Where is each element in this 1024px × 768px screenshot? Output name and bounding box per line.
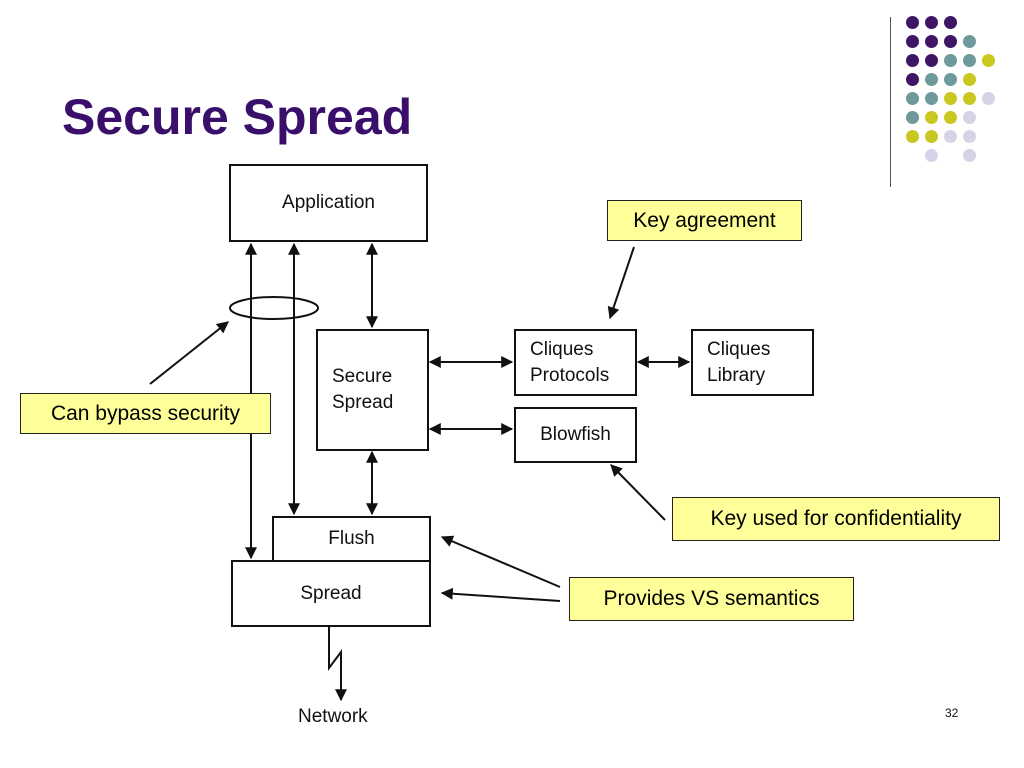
decor-dot xyxy=(925,149,938,162)
decor-dot xyxy=(925,54,938,67)
decor-dot xyxy=(925,111,938,124)
decor-dot xyxy=(906,111,919,124)
secure-spread-label-1: Secure xyxy=(332,366,393,387)
decor-dot xyxy=(963,111,976,124)
decor-dot xyxy=(963,130,976,143)
flush-box: Flush xyxy=(272,516,431,562)
cliques-library-label-2: Library xyxy=(707,364,766,386)
decor-dot xyxy=(963,149,976,162)
decor-dot xyxy=(963,54,976,67)
cliques-library-label-1: Cliques xyxy=(707,338,771,360)
spread-label: Spread xyxy=(300,582,362,604)
cliques-protocols-label-1: Cliques xyxy=(530,338,594,360)
decor-dot xyxy=(963,73,976,86)
callout-key-confidentiality: Key used for confidentiality xyxy=(672,497,1000,541)
flush-label: Flush xyxy=(328,528,375,549)
cliques-library-box: Cliques Library xyxy=(691,329,814,396)
application-box: Application xyxy=(229,164,428,242)
decor-dot xyxy=(906,54,919,67)
pointer-bypass xyxy=(149,321,229,385)
page-number: 32 xyxy=(945,706,959,720)
slide-title: Secure Spread xyxy=(62,89,413,145)
callout-can-bypass-security: Can bypass security xyxy=(20,393,271,434)
blowfish-label: Blowfish xyxy=(540,424,611,445)
decor-dot xyxy=(944,54,957,67)
bypass-ellipse xyxy=(229,296,319,320)
cliques-protocols-label-2: Protocols xyxy=(530,364,610,386)
decor-dot xyxy=(944,111,957,124)
secure-spread-box: Secure Spread xyxy=(316,329,429,451)
pointer-key-agreement xyxy=(607,246,635,320)
cliques-protocols-box: Cliques Protocols xyxy=(514,329,637,396)
decor-dot xyxy=(944,16,957,29)
callout-key-agreement: Key agreement xyxy=(607,200,802,241)
decor-dot xyxy=(944,92,957,105)
decor-dot xyxy=(906,35,919,48)
decor-dot xyxy=(906,130,919,143)
decor-dot xyxy=(944,130,957,143)
pointer-vs-flush xyxy=(440,535,561,588)
decor-dot xyxy=(925,16,938,29)
decor-dot xyxy=(925,92,938,105)
blowfish-box: Blowfish xyxy=(514,407,637,463)
decor-dot xyxy=(925,130,938,143)
pointer-vs-spread xyxy=(440,587,561,602)
pointer-key-confidentiality xyxy=(610,464,666,521)
decor-dot xyxy=(963,92,976,105)
arrow-spread-network xyxy=(328,627,347,702)
decor-dot xyxy=(925,73,938,86)
decor-dot xyxy=(963,35,976,48)
decor-dot xyxy=(982,92,995,105)
decorative-divider xyxy=(890,17,891,187)
network-label: Network xyxy=(298,706,368,727)
decor-dot xyxy=(906,92,919,105)
application-label: Application xyxy=(282,192,375,213)
decor-dot xyxy=(925,35,938,48)
decor-dot xyxy=(944,73,957,86)
secure-spread-label-2: Spread xyxy=(332,392,394,413)
decorative-dot-grid xyxy=(906,16,996,166)
decor-dot xyxy=(982,54,995,67)
callout-vs-semantics: Provides VS semantics xyxy=(569,577,854,621)
decor-dot xyxy=(906,73,919,86)
decor-dot xyxy=(906,16,919,29)
spread-box: Spread xyxy=(231,560,431,627)
decor-dot xyxy=(944,35,957,48)
